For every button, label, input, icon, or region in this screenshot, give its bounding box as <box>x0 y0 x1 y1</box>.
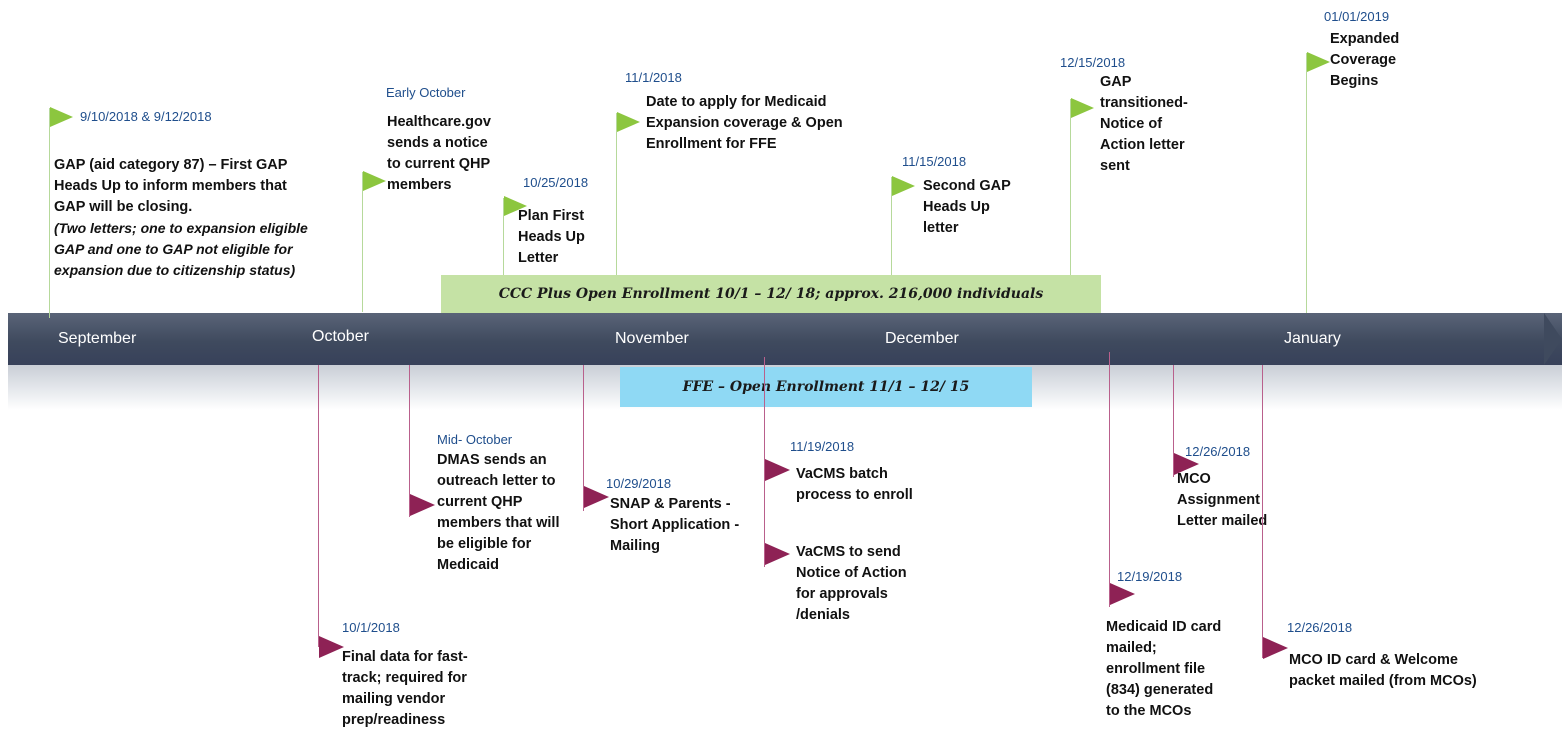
milestone-line <box>49 108 50 318</box>
milestone-date: 11/1/2018 <box>625 70 682 85</box>
milestone-line <box>1173 365 1174 477</box>
green-flag-icon <box>1307 52 1330 72</box>
milestone-description: VaCMS batch process to enroll <box>796 466 913 503</box>
milestone-description: Date to apply for Medicaid Expansion cov… <box>646 94 843 152</box>
green-flag-icon <box>363 171 386 191</box>
milestone-line <box>583 365 584 511</box>
milestone-line <box>1109 352 1110 607</box>
milestone-line <box>1262 365 1263 658</box>
milestone-line <box>616 113 617 278</box>
milestone-description: DMAS sends an outreach letter to current… <box>437 452 560 573</box>
milestone-date: 11/15/2018 <box>902 154 967 169</box>
milestone-line <box>362 172 363 312</box>
month-label-october: October <box>312 328 369 345</box>
milestone-line <box>1306 53 1307 313</box>
magenta-flag-icon <box>765 543 790 565</box>
milestone-date: 01/01/2019 <box>1324 9 1390 24</box>
green-flag-icon <box>617 112 640 132</box>
month-label-january: January <box>1284 330 1341 347</box>
milestone-date: 11/19/2018 <box>790 439 855 454</box>
milestone-description: Healthcare.gov sends a notice to current… <box>387 114 491 193</box>
milestone-description: Expanded Coverage Begins <box>1330 31 1400 89</box>
green-flag-icon <box>50 107 73 127</box>
milestone-date: 12/19/2018 <box>1117 569 1183 584</box>
milestone-date: 10/1/2018 <box>342 620 400 635</box>
month-label-september: September <box>58 330 137 347</box>
milestone-line <box>764 357 765 567</box>
magenta-flag-icon <box>584 486 609 508</box>
milestone-date: 10/29/2018 <box>606 476 672 491</box>
magenta-flag-icon <box>1263 637 1288 659</box>
milestone-description: VaCMS to send Notice of Action for appro… <box>796 544 907 623</box>
milestone-description: GAP (aid category 87) – First GAP Heads … <box>54 157 288 215</box>
milestone-description: Medicaid ID card mailed; enrollment file… <box>1106 619 1222 719</box>
milestone-description: MCO ID card & Welcome packet mailed (fro… <box>1289 652 1477 689</box>
magenta-flag-icon <box>410 494 435 516</box>
milestone-date: 10/25/2018 <box>523 175 589 190</box>
milestone-description: MCO Assignment Letter mailed <box>1177 471 1268 529</box>
ffe-enrollment-band: FFE – Open Enrollment 11/1 – 12/ 15 <box>620 367 1032 407</box>
milestone-line <box>891 177 892 277</box>
timeline-bar <box>8 313 1562 365</box>
milestone-description: Second GAP Heads Up letter <box>923 178 1011 236</box>
month-label-december: December <box>885 330 959 347</box>
milestone-description: Plan First Heads Up Letter <box>518 208 585 266</box>
green-flag-icon <box>504 196 527 216</box>
timeline-arrow-tip <box>1544 313 1562 365</box>
milestone-line <box>1070 99 1071 277</box>
milestone-date: Early October <box>386 85 466 100</box>
milestone-description: SNAP & Parents - Short Application - Mai… <box>610 496 740 554</box>
milestone-date: 12/15/2018 <box>1060 55 1126 70</box>
milestone-description: Final data for fast- track; required for… <box>342 649 468 728</box>
milestone-line <box>318 365 319 647</box>
magenta-flag-icon <box>319 636 344 658</box>
milestone-date: 12/26/2018 <box>1287 620 1353 635</box>
milestone-description: GAP transitioned- Notice of Action lette… <box>1100 74 1188 174</box>
month-label-november: November <box>615 330 689 347</box>
green-flag-icon <box>892 176 915 196</box>
milestone-line <box>503 198 504 278</box>
milestone-note: (Two letters; one to expansion eligible … <box>54 220 308 278</box>
green-flag-icon <box>1071 98 1094 118</box>
milestone-line <box>409 365 410 517</box>
magenta-flag-icon <box>1110 583 1135 605</box>
magenta-flag-icon <box>1174 453 1199 475</box>
ccc-plus-enrollment-band: CCC Plus Open Enrollment 10/1 – 12/ 18; … <box>441 275 1101 313</box>
milestone-date: 12/26/2018 <box>1185 444 1251 459</box>
milestone-date: 9/10/2018 & 9/12/2018 <box>80 109 212 124</box>
magenta-flag-icon <box>765 459 790 481</box>
milestone-date: Mid- October <box>437 432 513 447</box>
